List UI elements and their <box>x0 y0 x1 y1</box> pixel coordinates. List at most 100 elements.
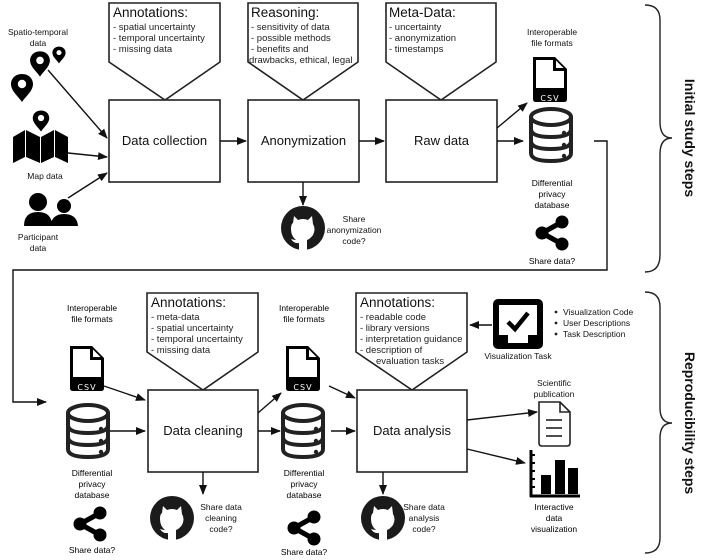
share-data-caption-row1: Share data? <box>529 256 576 266</box>
share-cleaning-caption-1: Share data <box>200 502 242 512</box>
file-formats-caption-1: Interoperable <box>527 27 577 37</box>
annotation-analysis <box>355 292 468 391</box>
annotation-anonymization-item: drawbacks, ethical, legal <box>249 55 353 66</box>
spatiotemporal-caption-2: data <box>30 38 47 48</box>
brace-initial <box>644 4 673 273</box>
annotation-anonymization-title: Reasoning: <box>251 5 319 20</box>
publication-caption-1: Scientific <box>537 378 572 388</box>
database-caption-mid-3: database <box>287 490 322 500</box>
share-icon-row2-mid <box>288 511 321 546</box>
annotation-raw-item: - uncertainty <box>389 22 442 33</box>
scientific-publication-icon <box>538 401 571 447</box>
arrow-loop-to-row2 <box>12 140 608 406</box>
csv-label-row2-mid: CSV <box>293 383 312 392</box>
annotation-cleaning-title: Annotations: <box>151 295 226 310</box>
arrow-cleaning-to-csv <box>257 392 282 414</box>
interactive-caption-1: Interactive <box>534 502 573 512</box>
database-caption-left-3: database <box>75 490 110 500</box>
initial-study-steps-label: Initial study steps <box>682 79 698 197</box>
file-formats-caption-mid-2: file formats <box>283 314 325 324</box>
arrow-raw-to-csv <box>496 102 528 129</box>
share-analysis-caption-3: code? <box>412 524 435 534</box>
database-caption-mid-2: privacy <box>291 479 319 489</box>
arrow-analysis-to-visualization <box>466 448 526 465</box>
data-analysis-label: Data analysis <box>373 423 452 438</box>
database-caption-left-2: privacy <box>79 479 107 489</box>
arrow-csv-to-cleaning <box>103 385 146 401</box>
share-icon-row2-left <box>74 507 107 542</box>
annotation-analysis-item: - library versions <box>360 323 430 334</box>
interactive-visualization-icon <box>529 450 580 498</box>
share-cleaning-caption-3: code? <box>209 524 232 534</box>
annotation-cleaning <box>146 292 259 391</box>
share-anonymization-caption-2: anonymization <box>327 225 382 235</box>
share-analysis-caption-2: analysis <box>409 513 440 523</box>
annotation-anonymization-item: - sensitivity of data <box>251 22 330 33</box>
annotation-cleaning-item: - spatial uncertainty <box>151 323 234 334</box>
annotation-raw-item: - anonymization <box>389 33 456 44</box>
anonymization-label: Anonymization <box>261 133 346 148</box>
arrow-spatiotemporal-to-collection <box>47 69 108 139</box>
database-caption-3: database <box>535 200 570 210</box>
share-anonymization-caption-1: Share <box>343 214 366 224</box>
annotation-cleaning-item: - missing data <box>151 345 211 356</box>
file-formats-caption-2: file formats <box>531 38 573 48</box>
database-caption-1: Differential <box>532 178 573 188</box>
annotation-analysis-title: Annotations: <box>360 295 435 310</box>
data-collection-label: Data collection <box>122 133 207 148</box>
github-icon-cleaning[interactable] <box>150 496 194 540</box>
annotation-raw <box>385 2 497 101</box>
github-icon-anonymization[interactable] <box>281 206 325 250</box>
database-caption-left-1: Differential <box>72 468 113 478</box>
annotation-analysis-item: - interpretation guidance <box>360 334 462 345</box>
raw-data-label: Raw data <box>414 133 470 148</box>
database-icon-row2-left <box>66 403 110 459</box>
database-caption-mid-1: Differential <box>284 468 325 478</box>
file-formats-caption-left-2: file formats <box>71 314 113 324</box>
visualization-task-bullet: Visualization Code <box>563 307 634 317</box>
share-data-caption-row2-mid: Share data? <box>281 547 328 557</box>
participant-caption-1: Participant <box>18 232 59 242</box>
annotation-raw-item: - timestamps <box>389 44 444 55</box>
annotation-collection-item: - missing data <box>113 44 173 55</box>
annotation-collection-item: - spatial uncertainty <box>113 22 196 33</box>
interactive-caption-3: visualization <box>531 524 578 534</box>
participants-icon <box>24 193 78 226</box>
participant-caption-2: data <box>30 243 47 253</box>
map-icon <box>13 110 68 163</box>
file-formats-caption-left-1: Interoperable <box>67 303 117 313</box>
share-data-caption-row2-left: Share data? <box>69 545 116 555</box>
visualization-task-label: Visualization Task <box>484 351 552 361</box>
annotation-collection <box>108 2 221 101</box>
share-anonymization-caption-3: code? <box>342 236 365 246</box>
reproducibility-steps-label: Reproducibility steps <box>682 352 698 495</box>
spatiotemporal-caption-1: Spatio-temporal <box>8 27 68 37</box>
database-icon-row2-mid <box>281 403 325 459</box>
annotation-analysis-item: - readable code <box>360 312 426 323</box>
arrow-participant-to-collection <box>67 172 108 199</box>
annotation-anonymization <box>247 2 359 101</box>
map-data-caption: Map data <box>27 171 63 181</box>
annotation-anonymization-item: - benefits and <box>251 44 309 55</box>
brace-reproducibility <box>644 291 673 554</box>
visualization-task-bullet: Task Description <box>563 329 626 339</box>
annotation-analysis-item: evaluation tasks <box>376 356 444 367</box>
file-formats-caption-mid-1: Interoperable <box>279 303 329 313</box>
share-cleaning-caption-2: cleaning <box>205 513 237 523</box>
github-icon-analysis[interactable] <box>361 496 405 540</box>
database-icon-row1 <box>529 107 573 163</box>
map-pin-icon <box>30 51 50 77</box>
annotation-raw-title: Meta-Data: <box>389 5 456 20</box>
visualization-task-icon <box>493 299 543 349</box>
data-analysis-box[interactable] <box>356 389 468 473</box>
data-collection-box[interactable] <box>108 99 221 183</box>
annotation-anonymization-item: - possible methods <box>251 33 331 44</box>
data-cleaning-label: Data cleaning <box>163 423 243 438</box>
annotation-cleaning-item: - meta-data <box>151 312 200 323</box>
map-pin-large-icon <box>11 74 33 102</box>
arrow-csv-to-analysis <box>328 385 356 399</box>
share-icon-row1 <box>536 216 569 251</box>
database-caption-2: privacy <box>539 189 567 199</box>
visualization-task-bullet: User Descriptions <box>563 318 630 328</box>
